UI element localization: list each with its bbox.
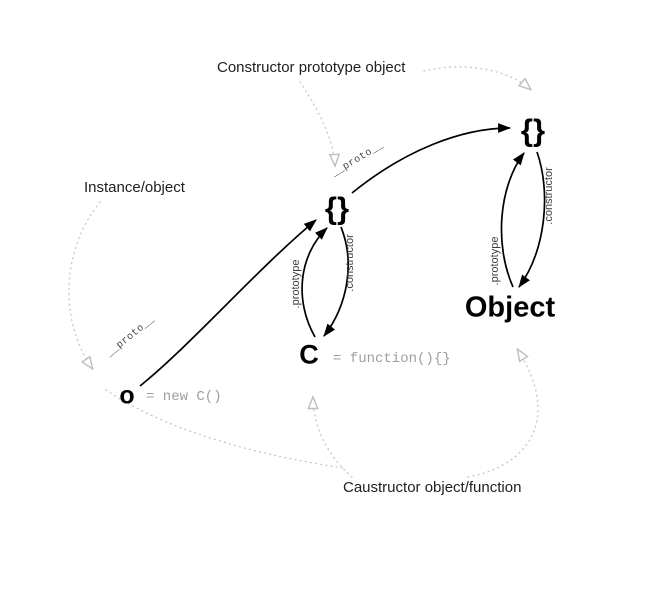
edge-o-proto-arrow (139, 219, 317, 387)
callout-prototype-label-to-mid-brace (299, 81, 335, 165)
edge-label-object-prototype: .prototype (489, 236, 501, 286)
edge-label-object-constructor: .constructor (543, 167, 555, 225)
edge-c-prototype-arrow (301, 227, 328, 338)
annotation-constructor-object-function: Caustructor object/function (343, 479, 522, 496)
node-c-prototype-braces: {} (324, 190, 350, 226)
instance-expression: = new C() (146, 389, 222, 405)
constructor-expression: = function(){} (333, 351, 451, 367)
callout-function-label-to-c (313, 398, 353, 478)
callout-instance-to-o (68, 201, 101, 368)
node-constructor-c: C (299, 339, 319, 370)
callout-bottom-sweep (105, 389, 345, 469)
callout-prototype-label-to-top-brace (423, 66, 530, 89)
annotation-instance-object: Instance/object (84, 179, 185, 196)
annotation-constructor-prototype-object: Constructor prototype object (217, 59, 406, 76)
node-instance-o: o (119, 381, 135, 410)
callout-function-label-to-object (467, 350, 539, 478)
edge-object-prototype-arrow (500, 152, 525, 288)
node-object-prototype-braces: {} (520, 112, 546, 148)
edge-label-c-constructor: .constructor (344, 234, 356, 292)
edge-c-constructor-arrow (323, 226, 349, 337)
node-object-builtin: Object (464, 291, 556, 324)
edge-prototype-proto-arrow (351, 123, 512, 194)
edge-label-c-prototype: .prototype (290, 259, 302, 309)
edge-object-constructor-arrow (518, 151, 546, 288)
